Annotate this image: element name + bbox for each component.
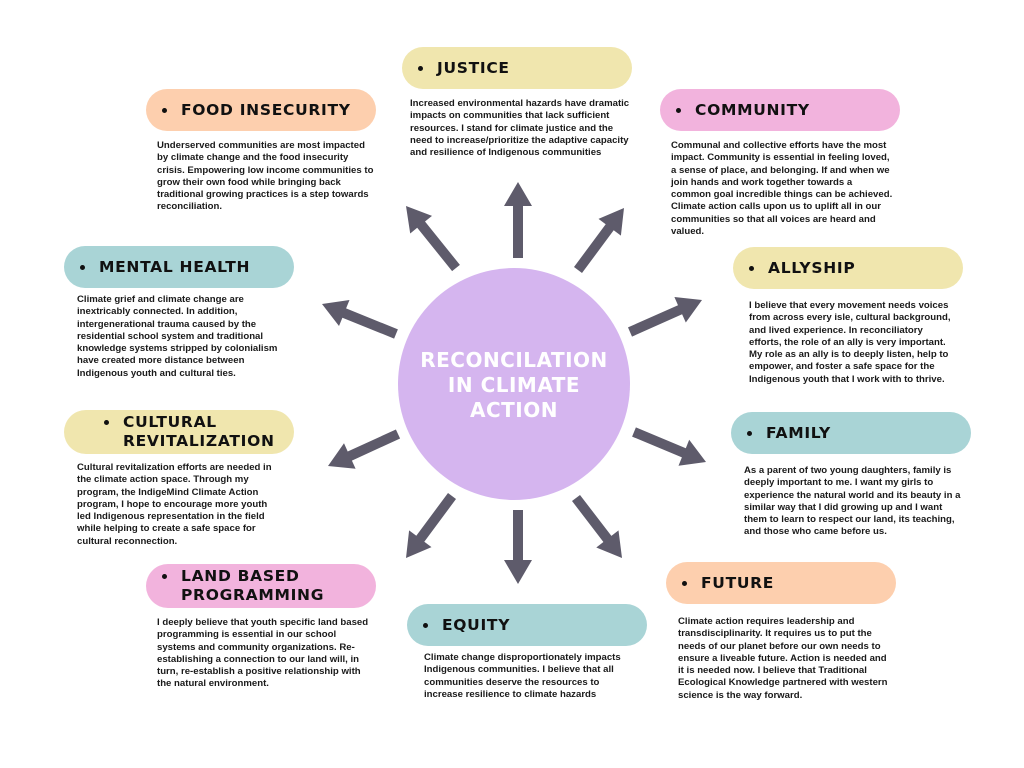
arrow-land-based-programming-icon — [406, 493, 456, 558]
text-family: As a parent of two young daughters, fami… — [744, 465, 961, 538]
arrow-mental-health-icon — [322, 300, 398, 339]
label-food-insecurity: FOOD INSECURITY — [181, 100, 351, 119]
arrow-community-icon — [574, 208, 624, 273]
pill-community: COMMUNITY — [660, 89, 900, 131]
pill-future: FUTURE — [666, 562, 896, 604]
text-mental-health: Climate grief and climate change are ine… — [77, 294, 278, 379]
pill-allyship: ALLYSHIP — [733, 247, 963, 289]
text-equity: Climate change disproportionately impact… — [424, 652, 621, 700]
label-land-based-programming: LAND BASED PROGRAMMING — [181, 567, 325, 604]
bullet-icon — [104, 420, 109, 425]
label-future: FUTURE — [701, 573, 775, 592]
bullet-icon — [162, 574, 167, 579]
bullet-icon — [418, 65, 423, 71]
label-equity: EQUITY — [442, 615, 511, 634]
bullet-icon — [682, 580, 687, 586]
bullet-icon — [676, 107, 681, 113]
pill-cultural-revitalization: CULTURAL REVITALIZATION — [64, 410, 294, 454]
text-justice: Increased environmental hazards have dra… — [410, 98, 630, 159]
text-land-based-programming: I deeply believe that youth specific lan… — [157, 617, 369, 690]
label-justice: JUSTICE — [437, 58, 510, 77]
label-cultural-revitalization: CULTURAL REVITALIZATION — [123, 413, 275, 450]
center-title: RECONCILATION IN CLIMATE ACTION — [420, 347, 608, 422]
label-mental-health: MENTAL HEALTH — [99, 257, 251, 276]
pill-equity: EQUITY — [407, 604, 647, 646]
bullet-icon — [423, 622, 428, 628]
arrow-cultural-revitalization-icon — [328, 429, 401, 469]
bullet-icon — [749, 265, 754, 271]
label-community: COMMUNITY — [695, 100, 810, 119]
arrow-family-icon — [632, 427, 706, 466]
pill-justice: JUSTICE — [402, 47, 632, 89]
pill-mental-health: MENTAL HEALTH — [64, 246, 294, 288]
arrow-justice-icon — [504, 182, 532, 258]
pill-food-insecurity: FOOD INSECURITY — [146, 89, 376, 131]
bullet-icon — [162, 107, 167, 113]
text-community: Communal and collective efforts have the… — [671, 140, 893, 238]
pill-land-based-programming: LAND BASED PROGRAMMING — [146, 564, 376, 608]
bullet-icon — [80, 264, 85, 270]
center-circle: RECONCILATION IN CLIMATE ACTION — [398, 268, 630, 500]
label-allyship: ALLYSHIP — [768, 258, 856, 277]
text-food-insecurity: Underserved communities are most impacte… — [157, 140, 374, 213]
text-cultural-revitalization: Cultural revitalization efforts are need… — [77, 462, 272, 547]
arrow-allyship-icon — [628, 297, 702, 337]
text-future: Climate action requires leadership and t… — [678, 616, 888, 701]
arrow-food-insecurity-icon — [406, 206, 460, 272]
bullet-icon — [747, 430, 752, 436]
arrow-equity-icon — [504, 510, 532, 584]
label-family: FAMILY — [766, 423, 831, 442]
arrow-future-icon — [572, 495, 622, 558]
text-allyship: I believe that every movement needs voic… — [749, 300, 951, 385]
pill-family: FAMILY — [731, 412, 971, 454]
